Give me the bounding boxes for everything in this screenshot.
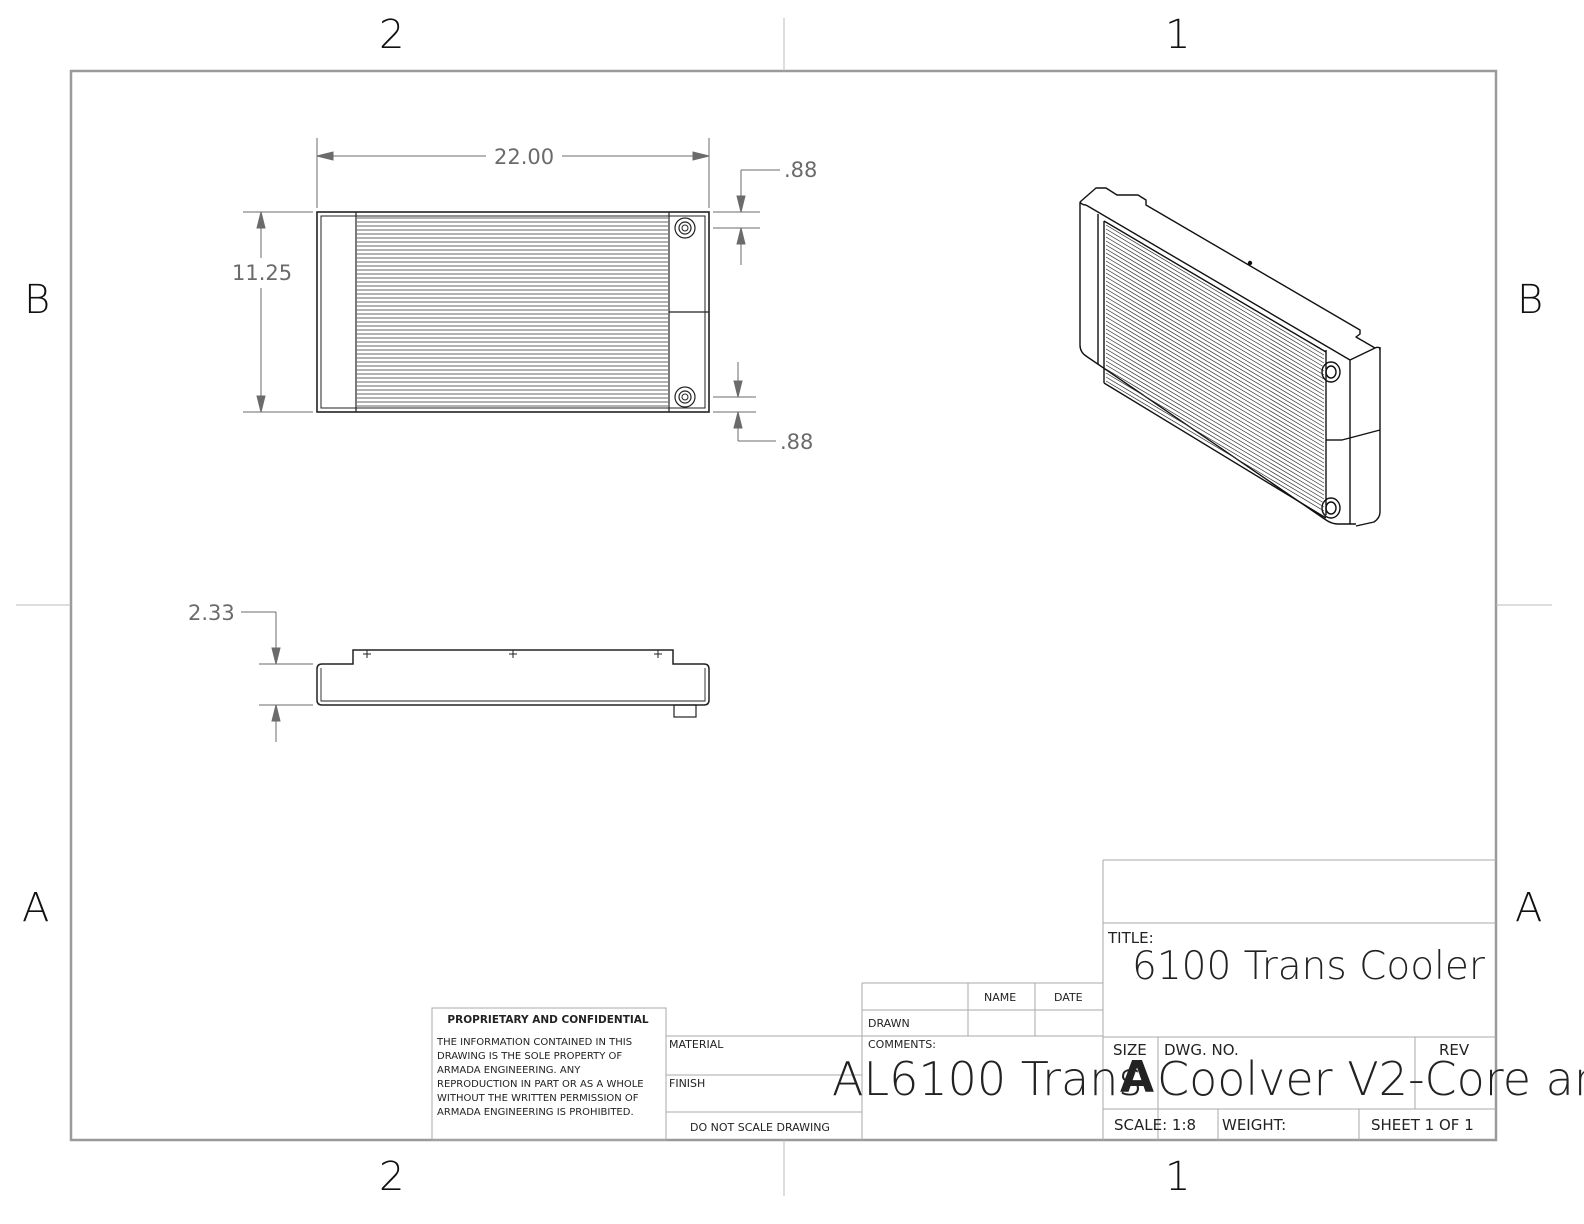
size-label: SIZE xyxy=(1113,1041,1147,1059)
isometric-fins xyxy=(1105,224,1325,512)
dimension-lines-front xyxy=(243,138,780,442)
comments-label: COMMENTS: xyxy=(868,1038,936,1051)
iso-fin-line xyxy=(1105,372,1325,504)
isometric-view xyxy=(1079,187,1381,527)
drawing-number: AL6100 Trans Coolver V2-Core an xyxy=(832,1052,1584,1106)
iso-fin-line xyxy=(1105,336,1325,468)
iso-fin-line xyxy=(1105,328,1325,460)
name-header: NAME xyxy=(984,991,1017,1004)
material-label: MATERIAL xyxy=(669,1038,724,1051)
iso-fin-line xyxy=(1105,320,1325,452)
iso-fin-line xyxy=(1105,352,1325,484)
iso-fin-line xyxy=(1105,364,1325,496)
iso-fin-line xyxy=(1105,272,1325,404)
sheet-number: SHEET 1 OF 1 xyxy=(1371,1116,1474,1134)
do-not-scale-label: DO NOT SCALE DRAWING xyxy=(690,1121,830,1134)
zone-label-top-1: 1 xyxy=(1165,12,1191,58)
iso-fin-line xyxy=(1105,256,1325,388)
dimension-lines-top xyxy=(241,611,313,742)
iso-fin-line xyxy=(1105,312,1325,444)
iso-fin-line xyxy=(1105,340,1325,472)
rev-label: REV xyxy=(1439,1041,1470,1059)
iso-fin-line xyxy=(1105,348,1325,480)
iso-fin-line xyxy=(1105,252,1325,384)
zone-label-right-a: A xyxy=(1515,885,1543,931)
dim-width-label: 22.00 xyxy=(494,145,554,169)
finish-label: FINISH xyxy=(669,1077,706,1090)
title-block-lines xyxy=(431,859,1496,1141)
sheet-size: A xyxy=(1120,1052,1155,1103)
iso-fin-line xyxy=(1105,232,1325,364)
title-label: TITLE: xyxy=(1108,929,1154,947)
date-header: DATE xyxy=(1054,991,1083,1004)
iso-fin-line xyxy=(1105,344,1325,476)
iso-fin-line xyxy=(1105,292,1325,424)
proprietary-title: PROPRIETARY AND CONFIDENTIAL xyxy=(447,1014,649,1026)
top-view xyxy=(316,649,710,718)
iso-fin-line xyxy=(1105,316,1325,448)
iso-fin-line xyxy=(1105,380,1325,512)
scale-label: SCALE: 1:8 xyxy=(1114,1116,1197,1134)
iso-fin-line xyxy=(1105,264,1325,396)
dim-height-label: 11.25 xyxy=(232,261,292,285)
iso-fin-line xyxy=(1105,304,1325,436)
zone-label-right-b: B xyxy=(1517,277,1544,323)
dwg-no-label: DWG. NO. xyxy=(1164,1041,1239,1059)
drawing-title: 6100 Trans Cooler xyxy=(1132,944,1485,989)
iso-fin-line xyxy=(1105,296,1325,428)
weight-label: WEIGHT: xyxy=(1222,1116,1287,1134)
iso-fin-line xyxy=(1105,368,1325,500)
dim-thickness-label: 2.33 xyxy=(188,601,235,625)
zone-label-bottom-1: 1 xyxy=(1165,1154,1191,1200)
iso-fin-line xyxy=(1105,332,1325,464)
front-view xyxy=(316,211,710,413)
proprietary-text: THE INFORMATION CONTAINED IN THIS DRAWIN… xyxy=(437,1037,644,1118)
iso-fin-line xyxy=(1105,244,1325,376)
iso-fin-line xyxy=(1105,224,1325,356)
zone-label-top-2: 2 xyxy=(379,12,405,58)
dim-port-bottom-label: .88 xyxy=(780,430,813,454)
iso-fin-line xyxy=(1105,228,1325,360)
iso-fin-line xyxy=(1105,276,1325,408)
iso-fin-line xyxy=(1105,300,1325,432)
iso-fin-line xyxy=(1105,260,1325,392)
iso-fin-line xyxy=(1105,248,1325,380)
iso-fin-line xyxy=(1105,280,1325,412)
iso-fin-line xyxy=(1105,324,1325,456)
iso-fin-line xyxy=(1105,240,1325,372)
iso-fin-line xyxy=(1105,284,1325,416)
iso-fin-line xyxy=(1105,376,1325,508)
iso-fin-line xyxy=(1105,360,1325,492)
iso-fin-line xyxy=(1105,268,1325,400)
iso-fin-line xyxy=(1105,308,1325,440)
iso-fin-line xyxy=(1105,236,1325,368)
zone-label-left-a: A xyxy=(22,885,50,931)
drawn-label: DRAWN xyxy=(868,1017,910,1030)
dim-port-top-label: .88 xyxy=(784,158,817,182)
iso-fin-line xyxy=(1105,356,1325,488)
zone-label-left-b: B xyxy=(24,277,51,323)
iso-fin-line xyxy=(1105,288,1325,420)
zone-label-bottom-2: 2 xyxy=(379,1154,405,1200)
